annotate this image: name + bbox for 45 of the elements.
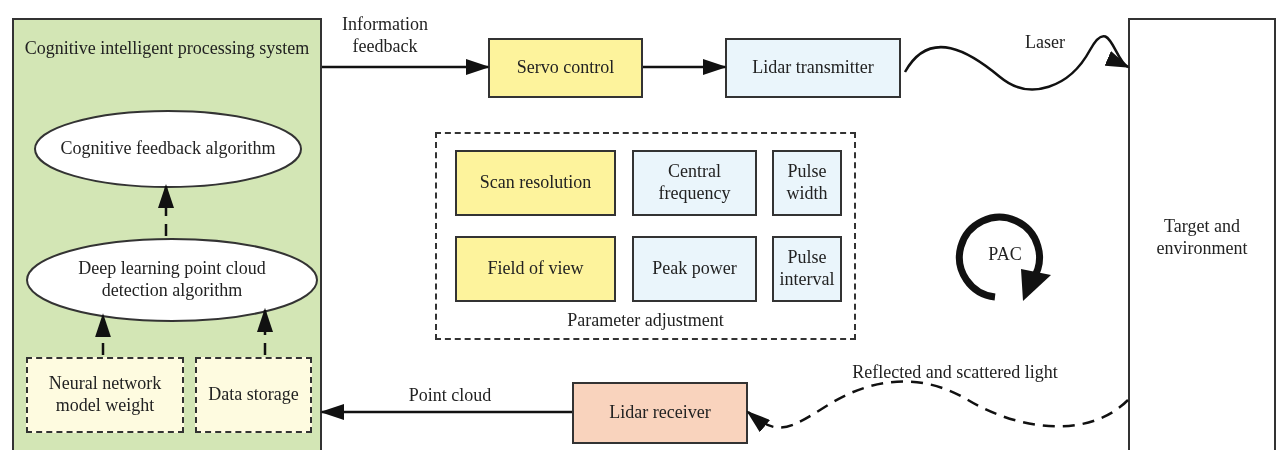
- edge-label: Laser: [1024, 32, 1066, 54]
- group-box: [435, 132, 856, 340]
- process-box: [632, 150, 757, 216]
- node-text: Deep learning point cloud detection algorithm: [77, 258, 267, 302]
- process-box: [725, 38, 901, 98]
- edge-label: Information feedback: [341, 14, 429, 58]
- node-text: Servo control: [516, 57, 615, 79]
- algorithm-ellipse: [26, 238, 318, 322]
- node-text: Neural network model weight: [47, 373, 163, 417]
- process-box: [772, 236, 842, 302]
- node-text: Parameter adjustment: [567, 310, 724, 332]
- process-box: [572, 382, 748, 444]
- arrow: [257, 307, 273, 355]
- edge-label: Point cloud: [407, 385, 493, 407]
- arrow: [903, 35, 1130, 91]
- target-box: [1128, 18, 1276, 450]
- arrow: [95, 313, 111, 355]
- node-text: Scan resolution: [479, 172, 592, 194]
- system-panel: [12, 18, 322, 450]
- node-text: Data storage: [208, 384, 299, 406]
- node-text: Field of view: [487, 258, 584, 280]
- data-box: [195, 357, 312, 433]
- arrow: [158, 184, 174, 236]
- node-text: Peak power: [652, 258, 737, 280]
- process-box: [455, 236, 616, 302]
- node-text: PAC: [988, 244, 1022, 266]
- process-box: [455, 150, 616, 216]
- node-text: Target and environment: [1155, 216, 1249, 260]
- node-text: Cognitive feedback algorithm: [60, 138, 276, 160]
- arrow: [746, 380, 1129, 432]
- node-text: Pulse interval: [778, 247, 836, 291]
- process-box: [632, 236, 757, 302]
- node-text: Cognitive intelligent processing system: [24, 38, 310, 60]
- node-text: Pulse width: [785, 161, 829, 205]
- process-box: [488, 38, 643, 98]
- algorithm-ellipse: [34, 110, 302, 188]
- node-text: Lidar receiver: [609, 402, 711, 424]
- process-box: [772, 150, 842, 216]
- node-text: Central frequency: [657, 161, 732, 205]
- data-box: [26, 357, 184, 433]
- edge-label: Reflected and scattered light: [851, 362, 1059, 384]
- arrow: [320, 404, 572, 420]
- arrow: [322, 59, 490, 75]
- arrow: [643, 59, 727, 75]
- node-text: Lidar transmitter: [752, 57, 874, 79]
